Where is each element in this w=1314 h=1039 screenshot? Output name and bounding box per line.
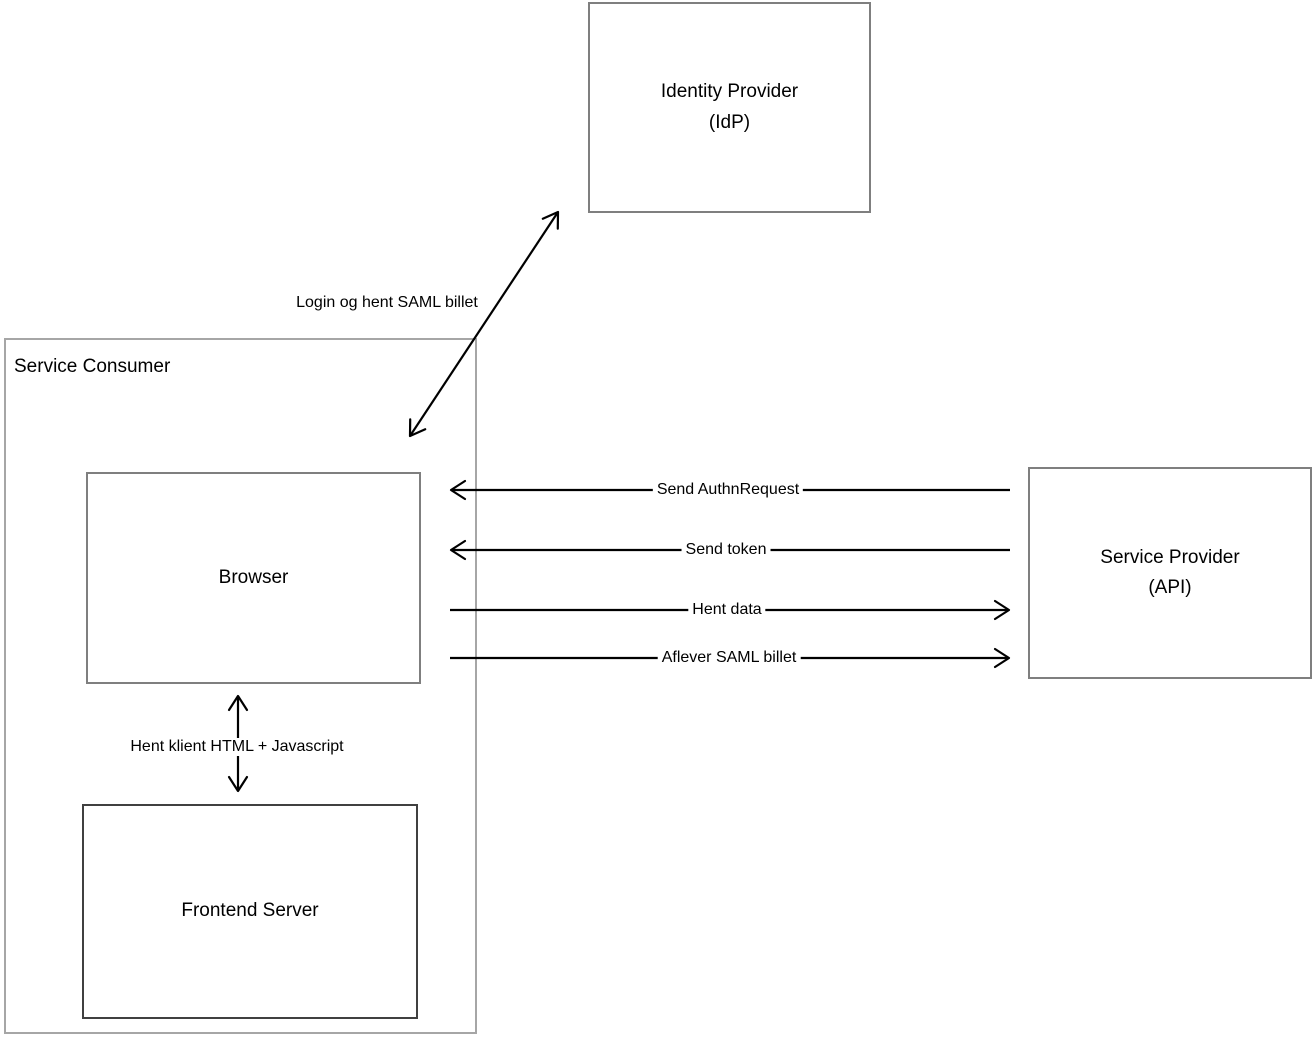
browser-box: Browser (86, 472, 421, 684)
identity-provider-label-line1: Identity Provider (660, 81, 799, 103)
service-provider-label-line1: Service Provider (1100, 546, 1240, 568)
browser-label: Browser (218, 566, 289, 588)
service-provider-label: Service Provider (API) (1100, 543, 1239, 604)
identity-provider-box: Identity Provider (IdP) (588, 2, 871, 213)
identity-provider-label-line2: (IdP) (708, 111, 751, 133)
edge-label-aflever-saml-billet: Aflever SAML billet (657, 649, 801, 667)
service-provider-label-line2: (API) (1148, 577, 1192, 598)
edge-label-hent-data: Hent data (688, 601, 766, 619)
edge-label-send-token: Send token (681, 541, 771, 559)
service-consumer-label: Service Consumer (14, 356, 171, 377)
frontend-server-label: Frontend Server (181, 900, 319, 922)
service-provider-box: Service Provider (API) (1028, 467, 1312, 679)
edge-label-hent-klient: Hent klient HTML + Javascript (126, 738, 348, 756)
edge-label-login-saml-billet: Login og hent SAML billet (296, 294, 478, 311)
frontend-server-box: Frontend Server (82, 804, 418, 1019)
identity-provider-label: Identity Provider (IdP) (661, 77, 798, 138)
edge-label-send-authnrequest: Send AuthnRequest (652, 481, 804, 499)
